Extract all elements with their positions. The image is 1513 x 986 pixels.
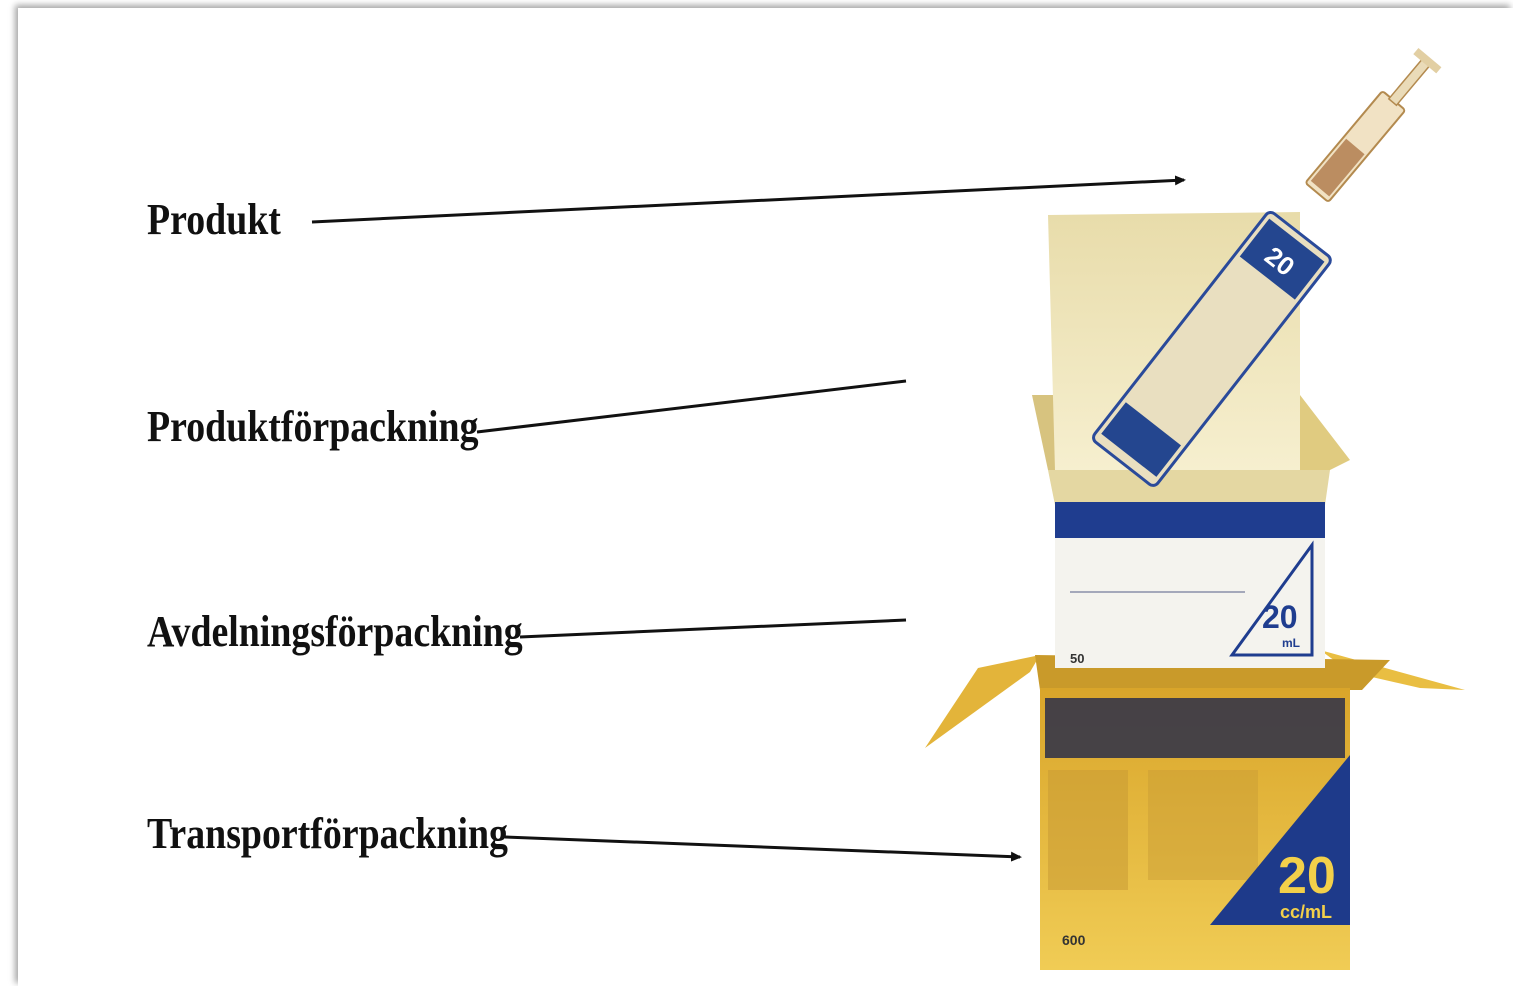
transport-box-blue-triangle [1210, 755, 1350, 925]
department-box-inner [1048, 470, 1330, 505]
product-arrow [311, 175, 1186, 224]
syringe-plunger [1387, 57, 1431, 107]
product-packaging-label [1239, 218, 1325, 300]
department-box-size: 20 [1262, 599, 1298, 635]
transport-box-size: 20 [1278, 847, 1336, 905]
department-box-front [1055, 538, 1325, 668]
transport-box-unit: cc/mL [1280, 902, 1332, 922]
department-box-unit: mL [1282, 636, 1300, 650]
transport-packaging-arrow [504, 835, 1022, 862]
department-box-count: 50 [1070, 651, 1084, 666]
transport-box-text-block [1048, 770, 1128, 890]
department-box-triangle [1229, 540, 1314, 657]
label-transport-packaging: Transportförpackning [147, 809, 508, 858]
department-box-flap-right [1300, 395, 1350, 470]
product-packaging-line [476, 379, 907, 434]
product-packaging-label-bottom [1101, 402, 1182, 477]
label-product: Produkt [147, 195, 281, 244]
department-box-blue-stripe [1055, 502, 1325, 538]
syringe-contents [1310, 138, 1365, 197]
transport-box-text-block-2 [1148, 770, 1258, 880]
transport-box-dark-band [1045, 698, 1345, 758]
transport-box-flap-left [925, 655, 1040, 748]
product-syringe [1305, 47, 1442, 202]
label-department-packaging: Avdelningsförpackning [147, 607, 523, 656]
product-packaging: 20 [1092, 210, 1332, 487]
department-box-flap-left [1032, 395, 1055, 470]
transport-box: 20 cc/mL 600 [925, 650, 1465, 970]
transport-box-count: 600 [1062, 932, 1086, 948]
label-product-packaging: Produktförpackning [147, 402, 479, 451]
syringe-thumb-rest [1413, 47, 1442, 74]
department-packaging-line [519, 618, 907, 639]
